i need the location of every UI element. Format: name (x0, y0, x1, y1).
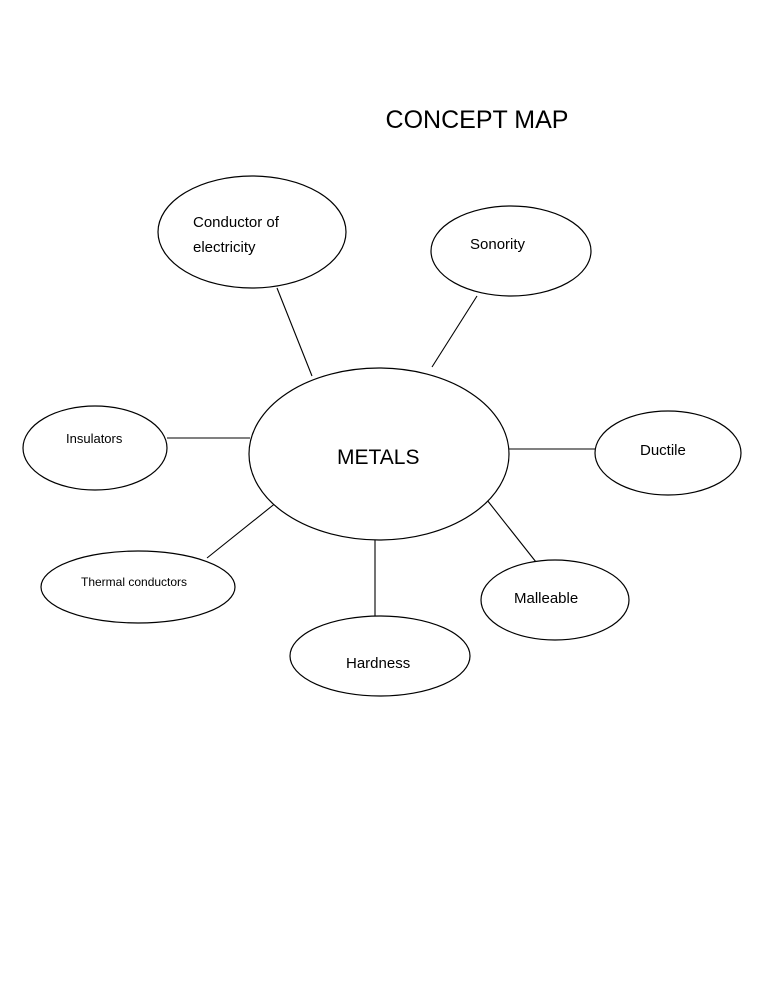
node-label: Thermal conductors (81, 575, 187, 589)
diagram-title: CONCEPT MAP (386, 106, 569, 134)
node-label: Ductile (640, 442, 686, 459)
node-insulators: Insulators (22, 405, 168, 491)
node-label: Hardness (346, 655, 410, 672)
node-hardness: Hardness (289, 615, 471, 697)
node-ductile: Ductile (594, 410, 742, 496)
node-label: Insulators (66, 431, 123, 446)
node-label: Malleable (514, 590, 578, 607)
node-sonority: Sonority (430, 205, 592, 297)
node-label: Conductor of (193, 214, 280, 231)
link-thermal (206, 501, 278, 559)
link-sonority (431, 295, 478, 368)
node-thermal: Thermal conductors (40, 550, 236, 624)
link-malleable (486, 499, 537, 563)
link-conductor (276, 287, 313, 377)
node-label: Sonority (470, 236, 526, 253)
node-metals: METALS (248, 367, 510, 541)
node-conductor: Conductor of electricity (157, 175, 347, 289)
center-label: METALS (337, 446, 419, 469)
node-label: electricity (193, 239, 256, 256)
node-malleable: Malleable (480, 559, 630, 641)
